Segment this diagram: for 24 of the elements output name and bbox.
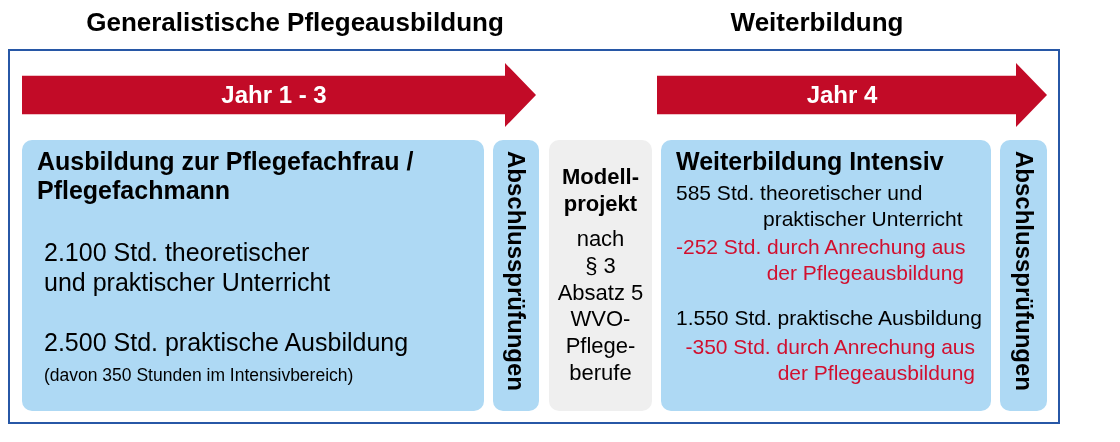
arrow-label: Jahr 4 <box>806 80 878 110</box>
block-arrow <box>657 63 1047 127</box>
block-arrow <box>22 63 536 127</box>
content-card <box>661 140 991 411</box>
card-heading: Ausbildung zur Pflegefachfrau / Pflegefachmann <box>37 147 414 205</box>
card-heading: Modell- projekt <box>561 163 640 217</box>
section-heading: Weiterbildung <box>730 7 904 37</box>
credit-note: -350 Std. durch Anrechung aus der Pflegeausbildung <box>684 334 975 385</box>
legal-reference-text: nach § 3 Absatz 5 WVO- Pflege- berufe <box>556 226 645 387</box>
vertical-label: Abschlussprüfungen <box>1009 151 1039 391</box>
frame-border <box>8 49 1060 424</box>
exam-bar <box>493 140 539 411</box>
exam-bar <box>1000 140 1047 411</box>
section-heading: Generalistische Pflegeausbildung <box>86 7 504 37</box>
credit-note: -252 Std. durch Anrechung aus der Pflegeausbildung <box>676 234 964 285</box>
hours-text: 1.550 Std. praktische Ausbildung <box>676 305 982 331</box>
card-heading: Weiterbildung Intensiv <box>676 147 944 176</box>
note-text: (davon 350 Stunden im Intensivbereich) <box>44 364 354 386</box>
content-card <box>22 140 484 411</box>
arrow-label: Jahr 1 - 3 <box>221 80 327 110</box>
hours-text: 2.100 Std. theoretischer und praktischer Unterricht <box>44 237 331 297</box>
vertical-label: Abschlussprüfungen <box>502 151 531 391</box>
hours-text: 2.500 Std. praktische Ausbildung <box>44 327 409 357</box>
hours-text: 585 Std. theoretischer und praktischer Unterricht <box>676 180 963 232</box>
